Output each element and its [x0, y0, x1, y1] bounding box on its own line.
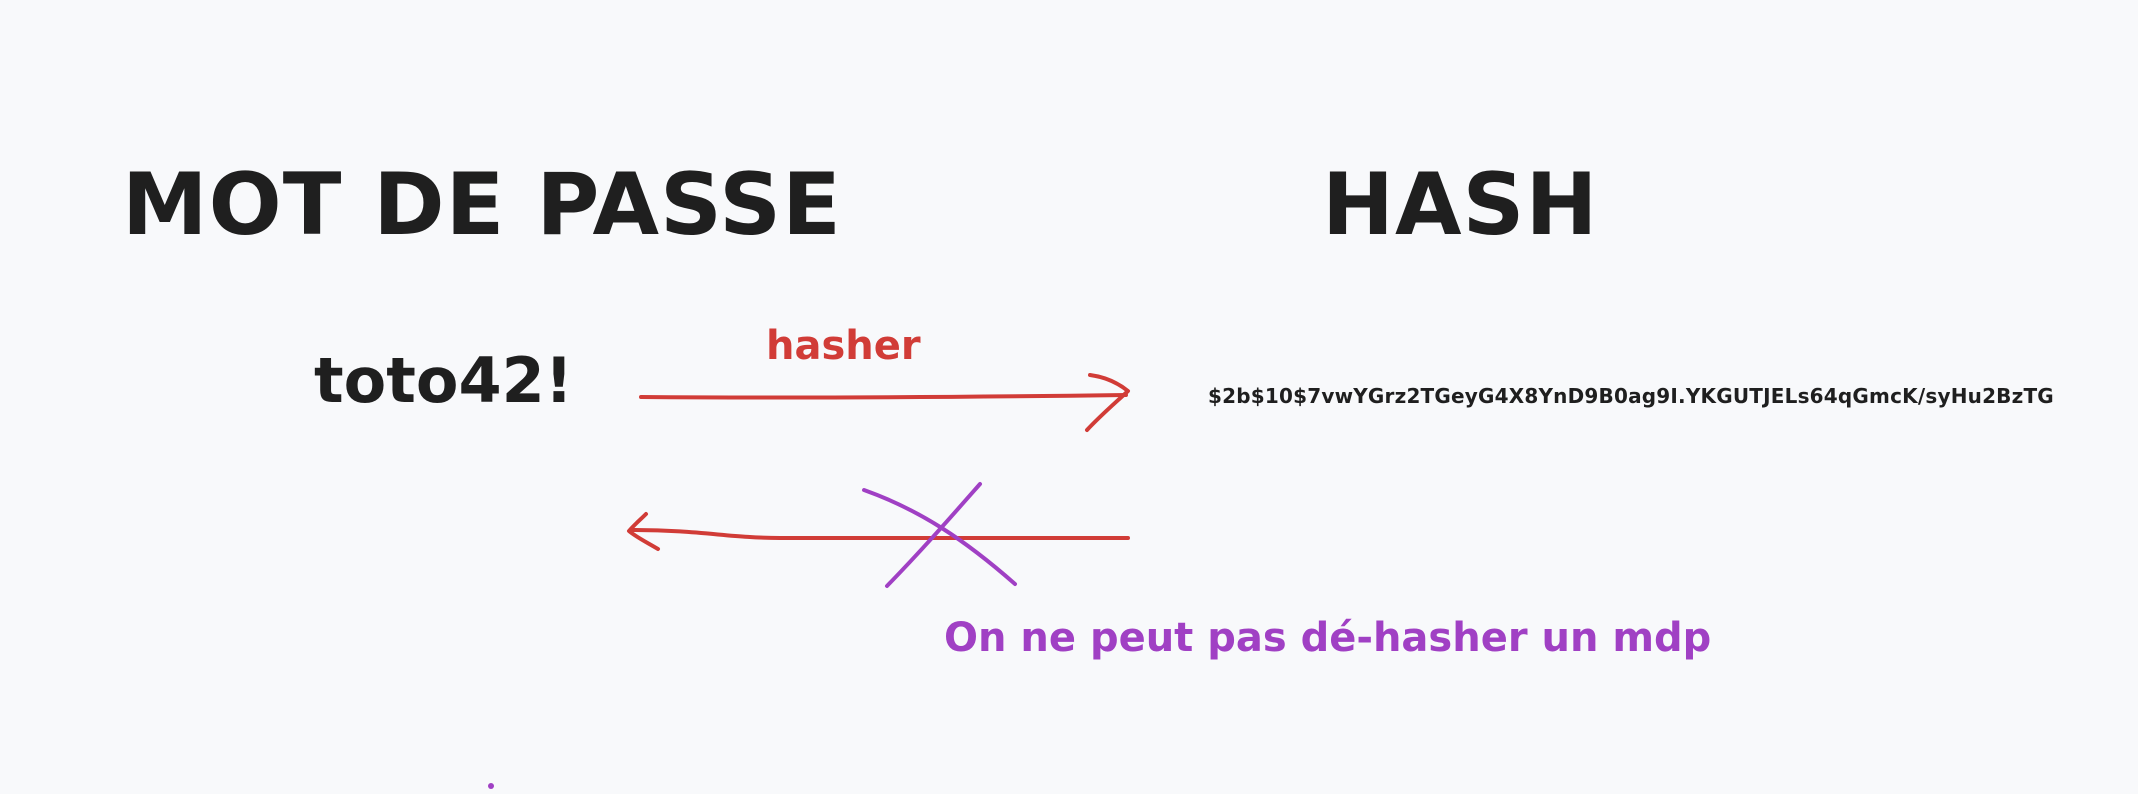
hash-example: $2b$10$7vwYGrz2TGeyG4X8YnD9B0ag9I.YKGUTJ… [1208, 384, 2054, 408]
hash-arrow-label: hasher [766, 323, 921, 369]
cross-icon [862, 482, 1017, 588]
arrow-left-icon [627, 512, 1130, 551]
password-example: toto42! [314, 344, 574, 417]
hash-column-title: HASH [1322, 155, 1599, 255]
arrow-right-icon [639, 373, 1130, 432]
irreversibility-note: On ne peut pas dé-hasher un mdp [944, 615, 1712, 661]
stray-dot [488, 783, 494, 789]
password-column-title: MOT DE PASSE [122, 155, 842, 255]
